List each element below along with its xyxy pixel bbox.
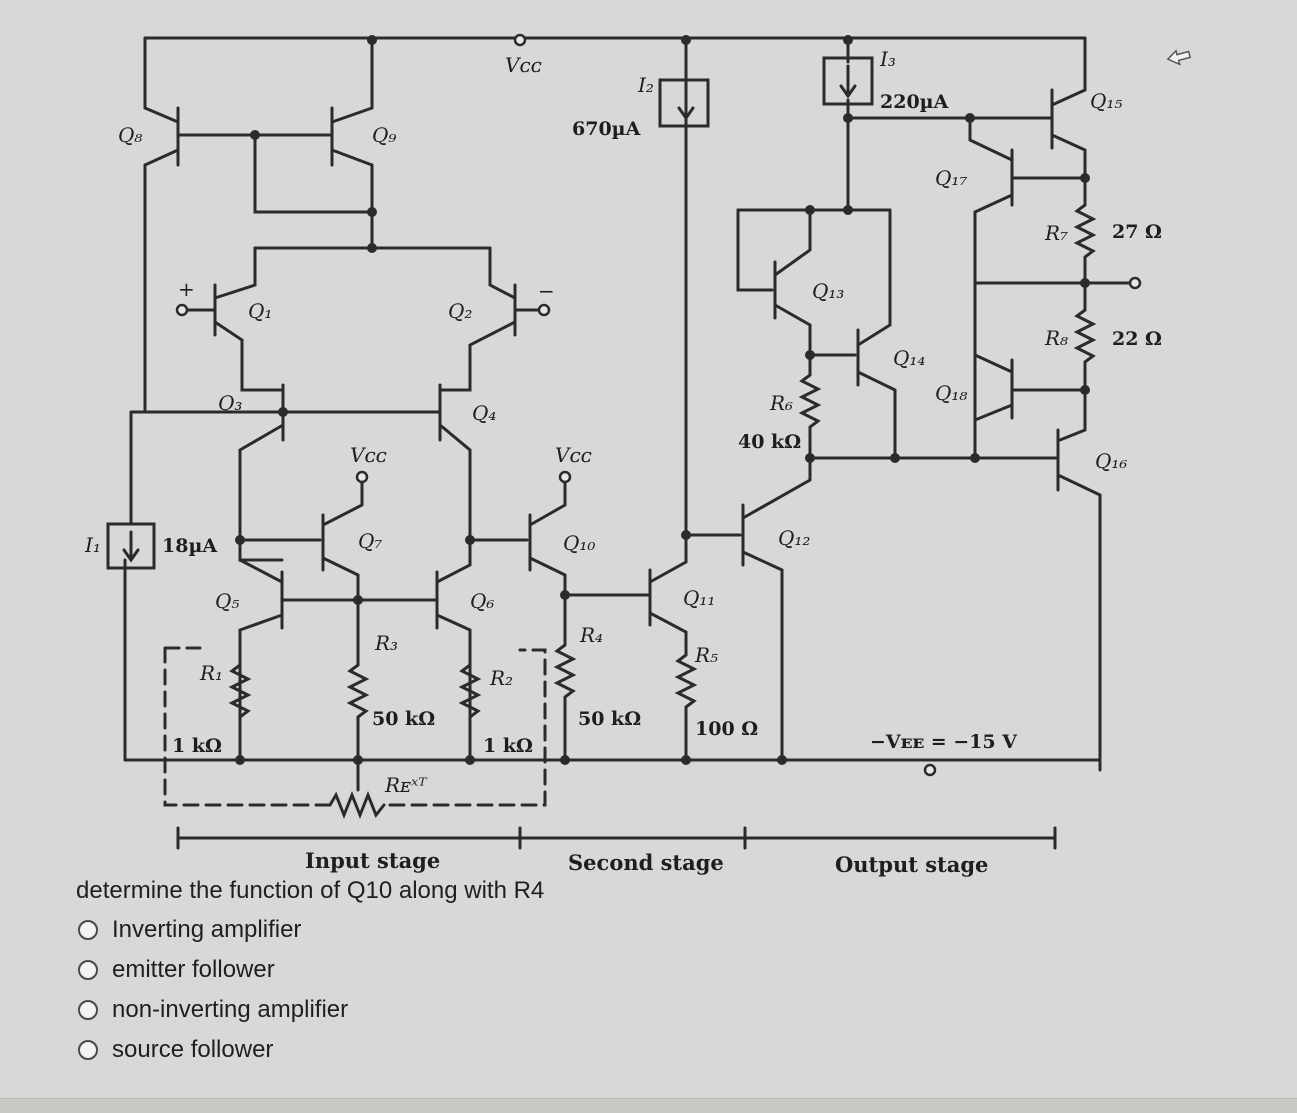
label-r7: R₇ (1044, 221, 1068, 245)
value-r6: 40 kΩ (738, 431, 801, 453)
label-q9: Q₉ (372, 123, 396, 147)
label-r6: R₆ (769, 391, 793, 415)
label-q11: Q₁₁ (683, 586, 715, 610)
value-r1: 1 kΩ (172, 735, 222, 757)
option-label: Inverting amplifier (112, 916, 302, 943)
option-label: emitter follower (112, 956, 275, 983)
label-q3: Q₃ (218, 391, 242, 415)
radio-icon[interactable] (78, 920, 98, 940)
label-r3: R₃ (374, 631, 398, 655)
label-q1: Q₁ (248, 299, 272, 323)
label-i1: I₁ (84, 533, 101, 557)
label-q7: Q₇ (358, 529, 382, 553)
label-q18: Q₁₈ (935, 381, 967, 405)
label-r5: R₅ (694, 643, 718, 667)
label-plus: + (178, 277, 195, 301)
value-i3: 220µA (880, 91, 949, 113)
label-rext: Rᴇˣᵀ (384, 773, 428, 797)
value-r4: 50 kΩ (578, 708, 641, 730)
label-q5: Q₅ (215, 589, 239, 613)
label-q10: Q₁₀ (563, 531, 595, 555)
radio-icon[interactable] (78, 1000, 98, 1020)
label-minus: − (538, 279, 555, 303)
label-r1: R₁ (199, 661, 223, 685)
radio-icon[interactable] (78, 1040, 98, 1060)
label-vcc-q10: Vᴄᴄ (555, 443, 592, 467)
label-q8: Q₈ (118, 123, 142, 147)
label-q16: Q₁₆ (1095, 449, 1127, 473)
radio-icon[interactable] (78, 960, 98, 980)
stage-input-label: Input stage (305, 848, 440, 873)
label-r4: R₄ (579, 623, 603, 647)
value-i2: 670µA (572, 118, 641, 140)
label-q12: Q₁₂ (778, 526, 810, 550)
value-r7: 27 Ω (1112, 221, 1162, 243)
label-q14: Q₁₄ (893, 346, 925, 370)
label-r8: R₈ (1044, 326, 1068, 350)
option-emitter-follower[interactable]: emitter follower (78, 950, 348, 990)
label-i3: I₃ (879, 47, 896, 71)
label-r2: R₂ (489, 666, 513, 690)
value-vee: −Vᴇᴇ = −15 V (870, 731, 1018, 753)
option-source-follower[interactable]: source follower (78, 1030, 348, 1070)
page-bottom-edge (0, 1098, 1297, 1113)
option-label: non-inverting amplifier (112, 996, 349, 1023)
value-r3: 50 kΩ (372, 708, 435, 730)
label-vcc-top: Vᴄᴄ (505, 53, 542, 77)
label-vcc-q7: Vᴄᴄ (350, 443, 387, 467)
question-text: determine the function of Q10 along with… (76, 877, 545, 904)
label-q2: Q₂ (448, 299, 472, 323)
option-label: source follower (112, 1036, 274, 1063)
circuit-diagram: Q₈ Q₉ Q₁ Q₂ Q₃ Q₄ Q₅ Q₆ Q₇ Q₁₀ Q₁₁ Q₁₂ Q… (84, 33, 1162, 877)
label-i2: I₂ (637, 73, 654, 97)
stage-second-label: Second stage (568, 850, 724, 875)
answer-options: Inverting amplifier emitter follower non… (78, 910, 348, 1070)
option-non-inverting-amplifier[interactable]: non-inverting amplifier (78, 990, 348, 1030)
mouse-cursor-icon (1166, 49, 1192, 66)
stage-output-label: Output stage (835, 852, 988, 877)
label-q13: Q₁₃ (812, 279, 844, 303)
value-r5: 100 Ω (695, 718, 758, 740)
label-q6: Q₆ (470, 589, 494, 613)
value-r2: 1 kΩ (483, 735, 533, 757)
label-q15: Q₁₅ (1090, 89, 1122, 113)
label-q4: Q₄ (472, 401, 496, 425)
value-r8: 22 Ω (1112, 328, 1162, 350)
label-q17: Q₁₇ (935, 166, 967, 190)
value-i1: 18µA (162, 535, 217, 557)
option-inverting-amplifier[interactable]: Inverting amplifier (78, 910, 348, 950)
